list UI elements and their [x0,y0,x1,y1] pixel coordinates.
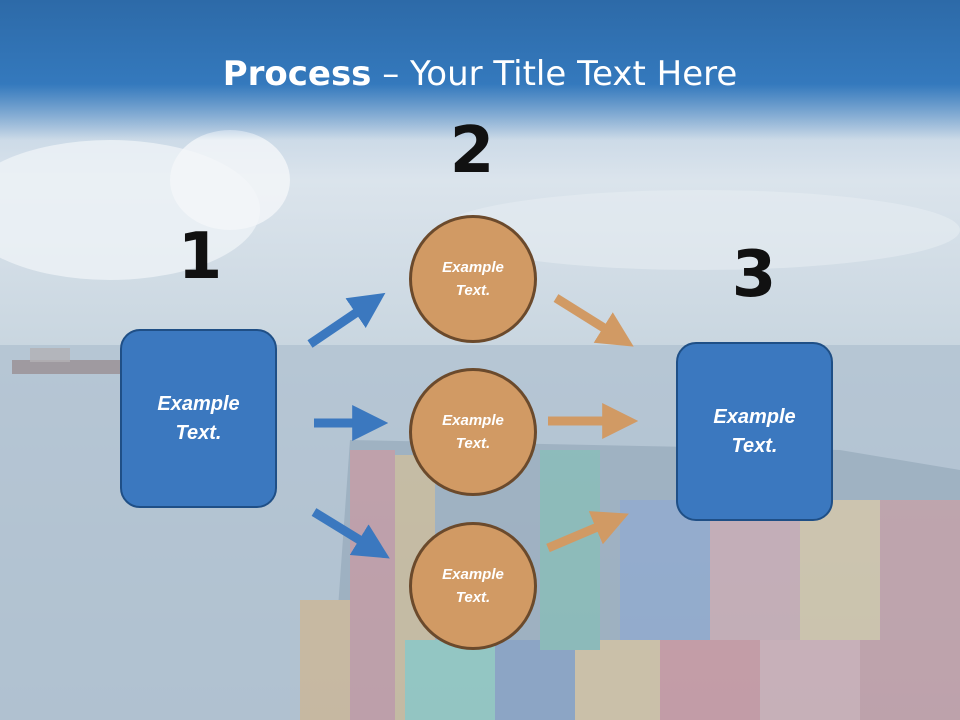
arrow-down-right-blue [311,508,390,559]
arrow-up-right-orange [546,511,629,553]
step-3-box: Example Text. [676,342,833,521]
circle-text: Example Text. [442,259,504,299]
step-2-circle-top: Example Text. [409,215,537,343]
circle-text: Example Text. [442,566,504,606]
step-number-1: 1 [177,220,223,294]
circle-text: Example Text. [442,412,504,452]
arrow-down-right-orange [553,294,634,347]
step-3-text: Example Text. [713,405,796,457]
arrow-up-right-blue [307,292,386,348]
title-bold: Process [222,54,372,94]
step-1-box: Example Text. [120,329,277,508]
slide-title: Process – Your Title Text Here [0,52,960,96]
step-2-circle-bottom: Example Text. [409,522,537,650]
step-2-circle-middle: Example Text. [409,368,537,496]
title-bar [0,0,960,140]
title-rest: – Your Title Text Here [371,54,738,94]
step-1-text: Example Text. [157,392,240,444]
step-number-3: 3 [731,238,777,312]
step-number-2: 2 [449,114,495,188]
